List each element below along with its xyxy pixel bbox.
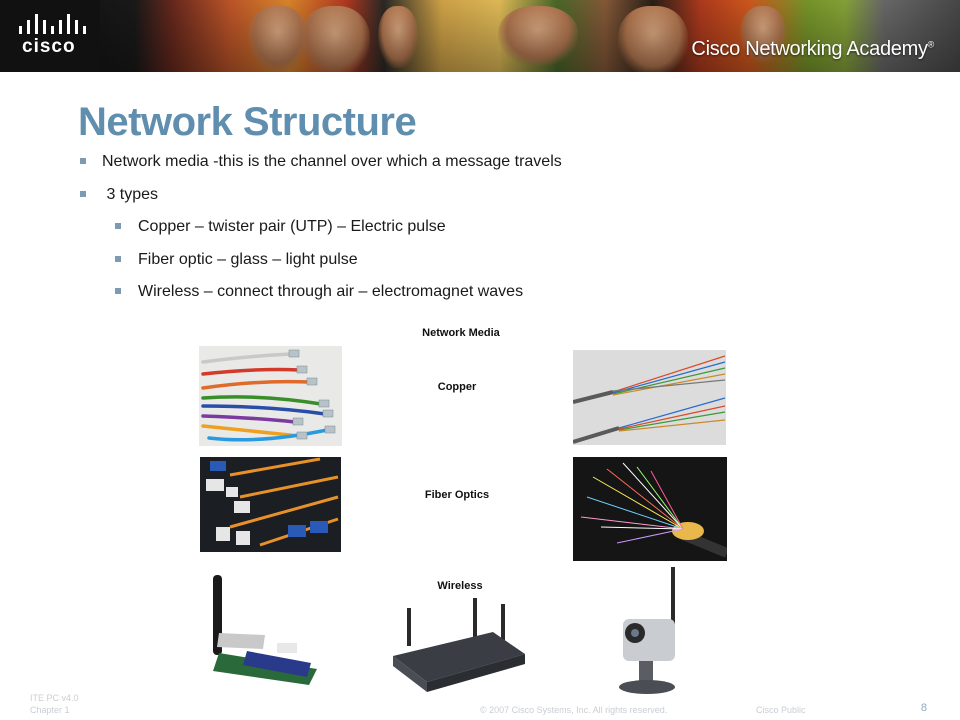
wireless-pci-card-image [205, 573, 323, 687]
classification-label: Cisco Public [756, 705, 806, 715]
sub-bullet-item: Fiber optic – glass – light pulse [80, 248, 880, 281]
bullet-square-icon [80, 158, 86, 164]
bullet-list: Network media -this is the channel over … [80, 150, 880, 313]
cisco-logo: cisco [0, 0, 100, 72]
header-banner: cisco Cisco Networking Academy® [0, 0, 960, 72]
banner-photo-face [618, 6, 688, 72]
program-name: Cisco Networking Academy® [691, 38, 934, 60]
bullet-square-icon [115, 223, 121, 229]
bullet-text: 3 types [102, 185, 159, 203]
bullet-square-icon [80, 190, 86, 197]
figure-row-label-fiber: Fiber Optics [424, 489, 490, 501]
copyright-notice: © 2007 Cisco Systems, Inc. All rights re… [480, 705, 668, 715]
bullet-item: Network media -this is the channel over … [80, 150, 880, 183]
banner-photo-face [498, 6, 578, 66]
course-name: ITE PC v4.0 [30, 693, 79, 703]
bullet-square-icon [115, 288, 121, 294]
bullet-square-icon [115, 255, 121, 262]
sub-bullet-item: Copper – twister pair (UTP) – Electric p… [80, 215, 880, 248]
copper-twisted-wires-image [573, 350, 726, 445]
cisco-bridge-icon [19, 14, 86, 34]
copper-patch-cables-image [199, 346, 342, 446]
bullet-text: Copper – twister pair (UTP) – Electric p… [138, 218, 446, 235]
cisco-wordmark: cisco [22, 36, 76, 57]
bullet-text: Wireless – connect through air – electro… [138, 283, 524, 300]
figure-heading: Network Media [422, 327, 500, 339]
wireless-webcam-image [613, 567, 684, 697]
figure-row-label-wireless: Wireless [437, 580, 483, 592]
banner-photo-face [740, 6, 786, 62]
fiber-connectors-image [200, 457, 341, 552]
bullet-text: Fiber optic – glass – light pulse [138, 250, 358, 268]
banner-photo-face [248, 6, 308, 72]
banner-photo-face [300, 6, 370, 72]
sub-bullet-item: Wireless – connect through air – electro… [80, 280, 880, 313]
banner-photo-face [378, 6, 418, 68]
page-number: 8 [920, 702, 927, 714]
chapter-name: Chapter 1 [30, 705, 70, 715]
bullet-item: 3 types [80, 183, 880, 216]
slide-title: Network Structure [78, 100, 417, 144]
bullet-text: Network media -this is the channel over … [102, 153, 562, 170]
wireless-router-image [393, 598, 532, 693]
figure-row-label-copper: Copper [437, 381, 477, 393]
fiber-strands-image [573, 457, 727, 561]
